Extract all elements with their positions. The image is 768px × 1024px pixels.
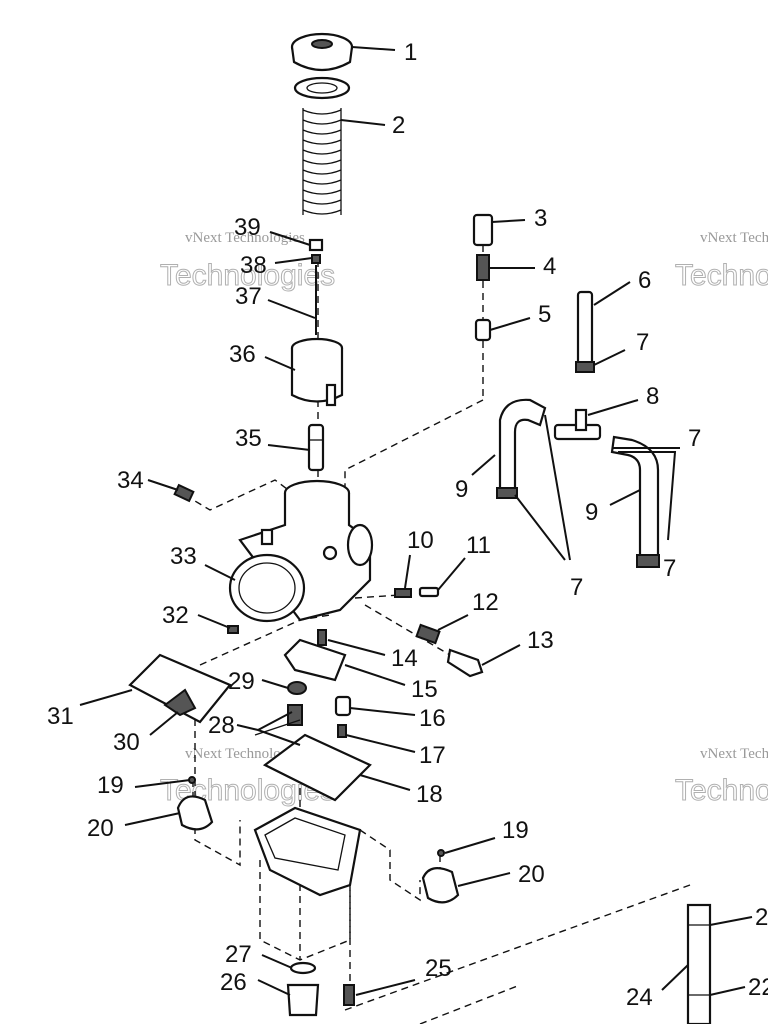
part-label-14: 14 [391,645,418,672]
part-label-31: 31 [47,703,74,730]
part-label-8: 8 [646,383,659,410]
part-label-22: 22 [748,974,768,1001]
part-label-4: 4 [543,253,556,280]
part-9-hoses [496,398,660,568]
part-34-screw [173,483,195,503]
part-16-17-jets [334,695,352,738]
part-label-37: 37 [235,283,262,310]
part-6-tube [575,290,595,373]
part-label-26: 26 [220,969,247,996]
part-label-9: 9 [585,499,598,526]
part-label-19: 19 [97,772,124,799]
part-label-34: 34 [117,467,144,494]
watermark-text: Technologies [160,259,335,292]
part-label-25: 25 [425,955,452,982]
assembly-lines [184,245,691,1024]
part-31-plate [128,653,232,724]
part-label-6: 6 [638,267,651,294]
part-label-30: 30 [113,729,140,756]
leader-lines [79,46,753,996]
part-24-tube [686,903,712,1024]
part-label-19: 19 [502,817,529,844]
part-label-27: 27 [225,941,252,968]
part-10-11-screws [394,586,440,598]
watermark-text: vNext Technologies [700,746,768,762]
float-bowl [253,806,362,897]
part-18-gasket [262,733,372,802]
part-label-18: 18 [416,781,443,808]
part-label-20: 20 [518,861,545,888]
part-3-4-5-jets [472,213,494,342]
part-8-tee [553,408,602,441]
part-label-15: 15 [411,676,438,703]
part-26-27-drain [286,961,320,1017]
part-12-13-screws [415,623,484,678]
watermark-text: Technologies [675,774,768,807]
part-19-20-plugs [176,776,460,904]
part-label-38: 38 [240,252,267,279]
watermark-text: Technologies [675,259,768,292]
part-label-10: 10 [407,527,434,554]
part-label-7: 7 [570,574,583,601]
part-label-29: 29 [228,668,255,695]
part-33-carburetor-body [228,479,374,623]
part-label-28: 28 [208,712,235,739]
part-32-screw [227,625,239,634]
watermark-group: vNext Technologies Technologies vNext Te… [160,230,768,808]
part-label-2: 2 [392,112,405,139]
part-29-washer [287,681,307,695]
part-36-throttle-valve [290,337,344,407]
part-label-20: 20 [87,815,114,842]
part-15-bracket [283,629,347,682]
part-25-screw [343,984,355,1006]
part-label-7: 7 [663,555,676,582]
part-label-21: 21 [755,904,768,931]
part-label-16: 16 [419,705,446,732]
part-label-17: 17 [419,742,446,769]
part-label-11: 11 [466,532,491,559]
part-label-13: 13 [527,627,554,654]
part-label-1: 1 [404,39,417,66]
part-label-3: 3 [534,205,547,232]
part-label-35: 35 [235,425,262,452]
part-label-33: 33 [170,543,197,570]
part-label-36: 36 [229,341,256,368]
part-label-7: 7 [636,329,649,356]
watermark-text: vNext Technologies [700,230,768,246]
part-label-12: 12 [472,589,499,616]
part-label-9: 9 [455,476,468,503]
part-labels: 1 2 3 4 5 6 7 7 8 7 9 9 7 10 11 12 13 14… [47,39,768,1011]
part-label-7: 7 [688,425,701,452]
part-label-24: 24 [626,984,653,1011]
part-label-39: 39 [234,214,261,241]
part-label-32: 32 [162,602,189,629]
part-1-cap [290,32,354,72]
part-2-spring [293,76,351,215]
part-label-5: 5 [538,301,551,328]
part-35-needle-jet [307,423,325,472]
